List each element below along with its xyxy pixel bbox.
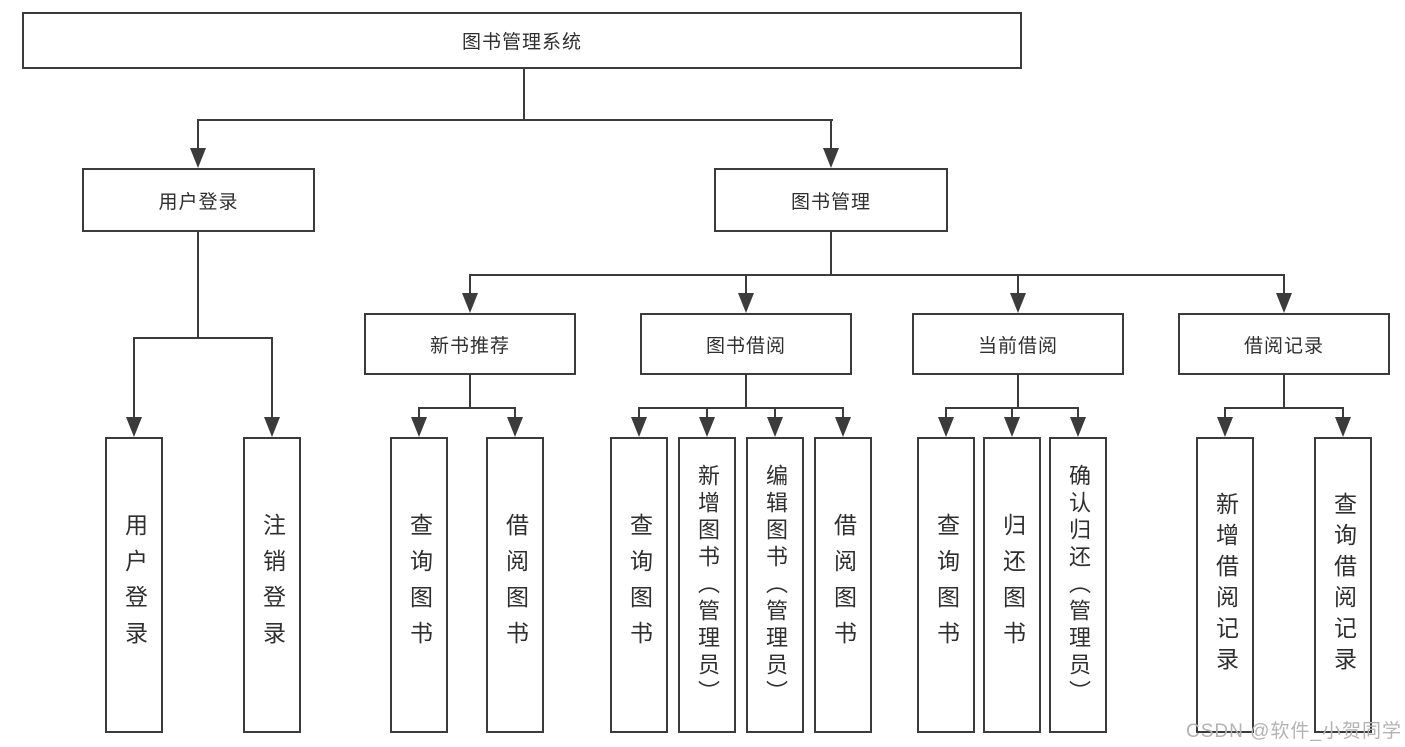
connector-line [1017, 375, 1019, 408]
leaf-query-books-recommend-label: 查询图书 [406, 513, 433, 657]
arrowhead-down-icon [1010, 293, 1026, 313]
connector-line [133, 337, 273, 339]
arrowhead-down-icon [1070, 417, 1086, 437]
connector-line [523, 69, 525, 120]
connector-line [1342, 407, 1344, 418]
leaf-add-book-admin: 新增图书（管理员） [678, 437, 736, 733]
arrowhead-down-icon [462, 293, 478, 313]
node-new-book-recommend: 新书推荐 [364, 313, 576, 375]
csdn-watermark: CSDN @软件_小贺同学 [1186, 721, 1402, 742]
connector-line [842, 407, 844, 418]
connector-line [1283, 375, 1285, 408]
arrowhead-down-icon [126, 417, 142, 437]
arrowhead-down-icon [1276, 293, 1292, 313]
connector-line [271, 337, 273, 417]
connector-line [1224, 407, 1344, 409]
arrowhead-down-icon [507, 417, 523, 437]
connector-line [197, 119, 199, 150]
arrowhead-down-icon [264, 417, 280, 437]
leaf-logout: 注销登录 [243, 437, 301, 733]
connector-line [133, 337, 135, 417]
leaf-add-book-admin-label: 新增图书（管理员） [695, 463, 720, 707]
connector-line [1017, 274, 1019, 295]
node-book-management-label: 图书管理 [790, 191, 871, 213]
leaf-query-books-current: 查询图书 [917, 437, 975, 733]
leaf-user-login-label: 用户登录 [121, 513, 148, 657]
node-root: 图书管理系统 [22, 12, 1022, 69]
connector-line [638, 407, 844, 409]
node-current-borrow: 当前借阅 [912, 313, 1124, 375]
leaf-query-books-borrow: 查询图书 [610, 437, 668, 733]
leaf-borrow-books-recommend-label: 借阅图书 [502, 513, 529, 657]
arrowhead-down-icon [835, 417, 851, 437]
leaf-query-borrow-record: 查询借阅记录 [1314, 437, 1372, 733]
connector-line [1283, 274, 1285, 295]
connector-line [469, 274, 1285, 276]
arrowhead-down-icon [699, 417, 715, 437]
leaf-return-books-label: 归还图书 [999, 513, 1026, 657]
leaf-add-borrow-record-label: 新增借阅记录 [1212, 492, 1239, 678]
node-book-management: 图书管理 [714, 168, 948, 232]
node-user-login: 用户登录 [82, 168, 315, 232]
leaf-add-borrow-record: 新增借阅记录 [1196, 437, 1254, 733]
leaf-user-login: 用户登录 [105, 437, 163, 733]
connector-line [418, 407, 516, 409]
leaf-edit-book-admin-label: 编辑图书（管理员） [763, 463, 788, 707]
node-root-label: 图书管理系统 [461, 32, 582, 53]
connector-line [514, 407, 516, 418]
arrowhead-down-icon [738, 293, 754, 313]
connector-line [469, 375, 471, 408]
connector-line [774, 407, 776, 418]
arrowhead-down-icon [1335, 417, 1351, 437]
leaf-borrow-books-borrow: 借阅图书 [814, 437, 872, 733]
connector-line [197, 232, 199, 338]
connector-line [197, 119, 833, 121]
node-borrow-records-label: 借阅记录 [1243, 335, 1324, 357]
connector-line [1224, 407, 1226, 418]
leaf-borrow-books-borrow-label: 借阅图书 [830, 513, 857, 657]
arrowhead-down-icon [411, 417, 427, 437]
arrowhead-down-icon [938, 417, 954, 437]
leaf-query-borrow-record-label: 查询借阅记录 [1330, 492, 1357, 678]
node-user-login-label: 用户登录 [158, 191, 239, 213]
connector-line [1077, 407, 1079, 418]
arrowhead-down-icon [631, 417, 647, 437]
leaf-query-books-current-label: 查询图书 [933, 513, 960, 657]
leaf-confirm-return-admin: 确认归还（管理员） [1049, 437, 1107, 733]
connector-line [745, 375, 747, 408]
arrowhead-down-icon [1217, 417, 1233, 437]
connector-line [1011, 407, 1013, 418]
node-current-borrow-label: 当前借阅 [977, 335, 1058, 357]
leaf-edit-book-admin: 编辑图书（管理员） [746, 437, 804, 733]
connector-line [638, 407, 640, 418]
arrowhead-down-icon [190, 148, 206, 168]
node-book-borrow-label: 图书借阅 [705, 335, 786, 357]
connector-line [745, 274, 747, 295]
connector-line [706, 407, 708, 418]
connector-line [830, 119, 832, 150]
leaf-return-books: 归还图书 [983, 437, 1041, 733]
connector-line [418, 407, 420, 418]
leaf-confirm-return-admin-label: 确认归还（管理员） [1066, 463, 1091, 707]
connector-line [945, 407, 947, 418]
node-book-borrow: 图书借阅 [640, 313, 852, 375]
arrowhead-down-icon [1004, 417, 1020, 437]
leaf-borrow-books-recommend: 借阅图书 [486, 437, 544, 733]
leaf-query-books-borrow-label: 查询图书 [626, 513, 653, 657]
connector-line [469, 274, 471, 295]
leaf-query-books-recommend: 查询图书 [390, 437, 448, 733]
arrowhead-down-icon [767, 417, 783, 437]
node-borrow-records: 借阅记录 [1178, 313, 1390, 375]
leaf-logout-label: 注销登录 [259, 513, 286, 657]
connector-line [830, 232, 832, 275]
arrowhead-down-icon [823, 148, 839, 168]
node-new-book-recommend-label: 新书推荐 [429, 335, 510, 357]
